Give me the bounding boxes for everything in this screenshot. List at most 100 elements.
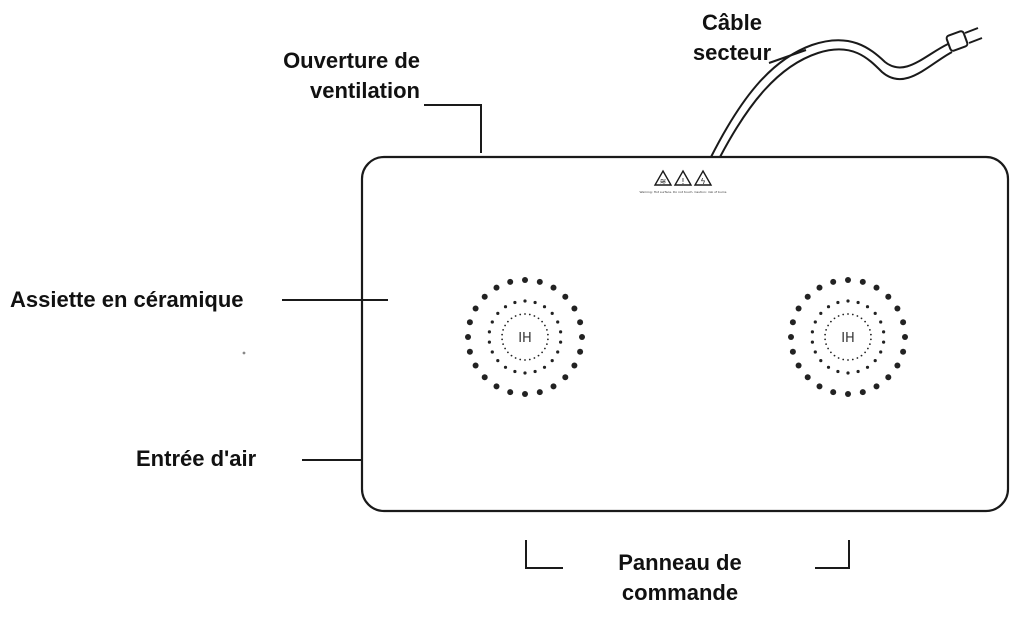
cooktop-body [360, 155, 1010, 513]
burner-dot [870, 333, 872, 336]
burner-dot [830, 278, 837, 285]
burner-dot [826, 305, 831, 309]
burner-dot [562, 374, 569, 381]
control-panel-label: Panneau de commande [595, 548, 765, 608]
control-panel-label-line2: commande [621, 580, 739, 605]
burner-dot [544, 324, 546, 327]
burner-dot [510, 317, 513, 320]
burner-dot [813, 350, 817, 354]
burner-dot [816, 383, 823, 390]
burner-dot [522, 277, 528, 283]
burner-dot [795, 305, 802, 312]
burner-dot [550, 359, 554, 363]
warning-caption: Warning: Hot surface. Do not touch. Caut… [639, 190, 726, 194]
burner-dot [542, 365, 547, 369]
burner-dot [571, 362, 578, 369]
burner-dot [836, 369, 840, 374]
burner-dot [501, 338, 503, 341]
burner-dot [836, 300, 840, 305]
burner-dot [833, 354, 836, 357]
hot-surface-warning-icon-glyph: ≋ [660, 177, 667, 186]
burner-dot [804, 293, 811, 300]
burner-dot [528, 313, 531, 316]
burner-dot [824, 333, 826, 336]
burner-dot [510, 354, 513, 357]
burner-dot [550, 284, 557, 291]
burner-dot [804, 374, 811, 381]
burner-dot [466, 319, 473, 326]
burner-dot [873, 383, 880, 390]
power-cable [710, 39, 953, 158]
burner-dot [503, 305, 508, 309]
burner-dot [856, 369, 860, 374]
burner-dot [472, 362, 479, 369]
burner-dot [507, 320, 509, 323]
burner-dot [524, 313, 526, 315]
control-panel-bracket-left [525, 540, 563, 569]
burner-dot [513, 300, 517, 305]
burner-dot [842, 358, 845, 361]
burner-dot [900, 319, 907, 326]
control-panel-bracket-right [815, 540, 850, 569]
burner-dot [845, 277, 851, 283]
burner-dot [864, 320, 866, 323]
burner-dot [819, 311, 823, 315]
burner-dot [502, 329, 504, 331]
burner-dot [789, 319, 796, 326]
burner-dot [523, 371, 527, 375]
control-panel-label-line1: Panneau de [618, 550, 742, 575]
burner-dot [524, 359, 526, 361]
burner-dot [813, 320, 817, 324]
burner-dot [879, 350, 883, 354]
burner-dot [826, 365, 831, 369]
burner-dot [496, 311, 500, 315]
power-cable-label-line2: secteur [692, 40, 772, 65]
burner-dot [869, 343, 871, 345]
burner-marking: IH [841, 331, 855, 346]
burner-dot [556, 350, 560, 354]
vent-label-line2: ventilation [309, 78, 420, 103]
burner-dot [481, 293, 488, 300]
burner-dot [851, 313, 854, 316]
burner-dot [894, 305, 901, 312]
burner-dot [487, 330, 491, 334]
burner-dot [519, 313, 522, 316]
burner-dot [537, 354, 540, 357]
burner-dot [845, 391, 851, 397]
burner-dot [900, 348, 907, 355]
burner-dot [537, 317, 540, 320]
power-cable-leader [768, 49, 807, 64]
burner-dot [825, 329, 827, 331]
burner-dot [541, 351, 543, 354]
burner-dot [536, 278, 543, 285]
burner-dot [528, 358, 531, 361]
burner-dot [536, 389, 543, 396]
burner-dot [847, 359, 849, 361]
burner-dot [523, 299, 527, 303]
burner-dot [507, 278, 514, 285]
burner-dot [544, 347, 546, 350]
burner-dot [481, 374, 488, 381]
burner-dot [501, 333, 503, 336]
burner-dot [867, 324, 869, 327]
caution-triangle-icon-glyph: ! [681, 177, 684, 186]
burner-dot [885, 293, 892, 300]
burner-dot [556, 320, 560, 324]
burner-dot [860, 317, 863, 320]
burner-dot [513, 369, 517, 374]
burner-dot [869, 329, 871, 331]
burner-dot [819, 359, 823, 363]
ceramic-plate-label: Assiette en céramique [10, 287, 244, 312]
burner-dot [507, 389, 514, 396]
burner-dot [487, 340, 491, 344]
burner-dot [533, 369, 537, 374]
burner-dot [847, 313, 849, 315]
burner-dot [514, 315, 517, 317]
burner-dot [533, 315, 536, 317]
burner-dot [816, 284, 823, 291]
burner-dot [465, 334, 471, 340]
burner-dot [507, 351, 509, 354]
burner-dot [490, 350, 494, 354]
burner-dot [859, 278, 866, 285]
burner-dot [873, 359, 877, 363]
